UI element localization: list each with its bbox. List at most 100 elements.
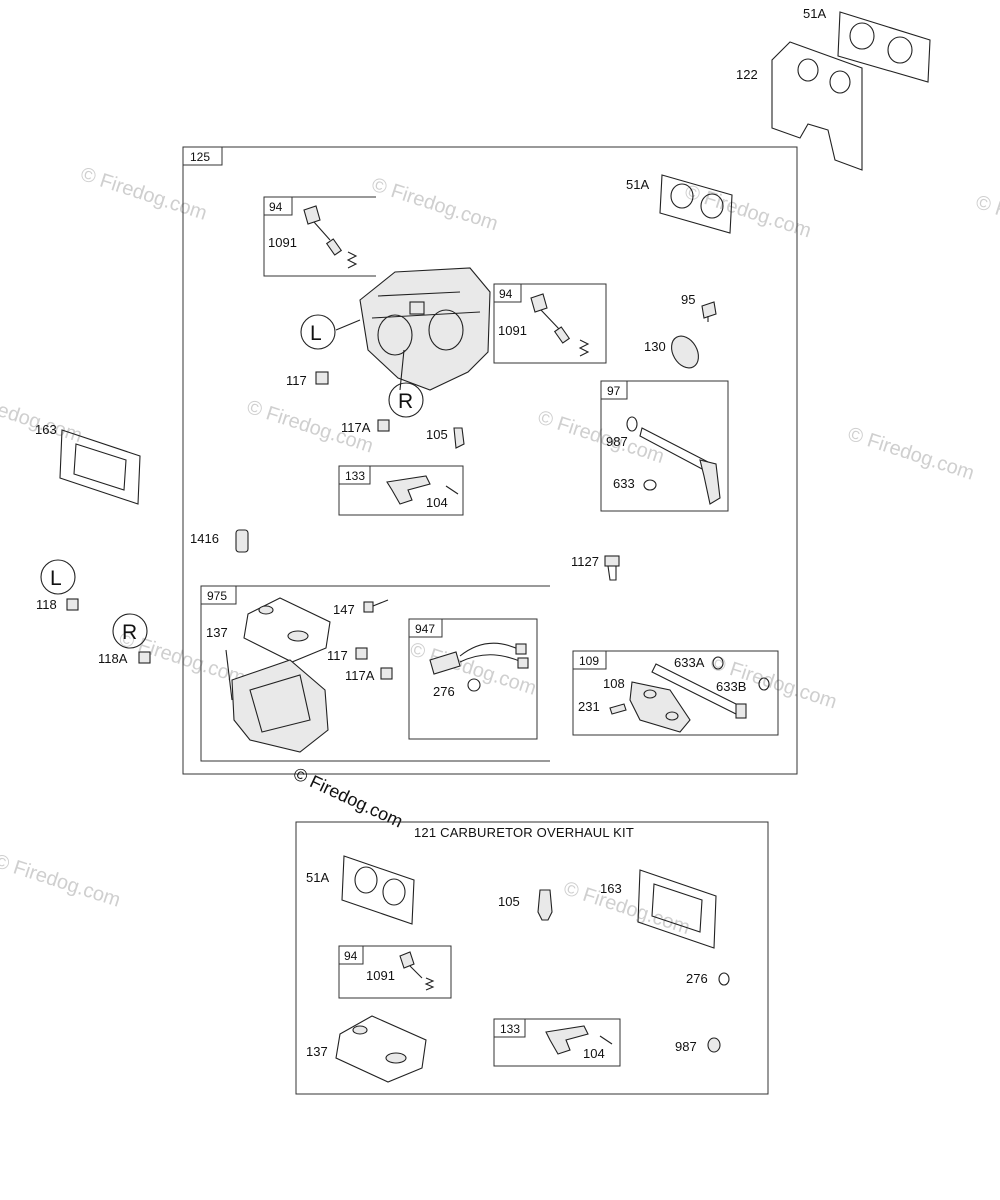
group-97-tag <box>600 380 628 400</box>
label-633a: 633A <box>674 655 705 670</box>
right-marker: R <box>122 621 137 644</box>
label-104: 104 <box>426 495 448 510</box>
group-125-number: 125 <box>190 150 210 164</box>
watermark: © Firedog.com <box>369 174 501 236</box>
kit-title: 121 CARBURETOR OVERHAUL KIT <box>414 825 634 840</box>
group-125-frame <box>182 146 798 775</box>
part-51a-gasket <box>341 855 415 925</box>
label-987: 987 <box>675 1039 697 1054</box>
right-marker-circle <box>112 613 148 649</box>
part-105-valve <box>537 889 553 921</box>
kit-121-frame <box>295 821 769 1095</box>
label-118: 118 <box>36 597 57 612</box>
part-276-o-ring <box>467 678 481 692</box>
label-117: 117 <box>327 648 348 663</box>
group-133-number: 133 <box>345 469 365 483</box>
label-1416: 1416 <box>190 531 219 546</box>
label-987: 987 <box>606 434 628 449</box>
label-51a: 51A <box>306 870 329 885</box>
label-117: 117 <box>286 373 307 388</box>
label-276: 276 <box>686 971 708 986</box>
part-117-plug <box>355 647 368 660</box>
watermark: © Firedog.com <box>845 423 977 485</box>
right-marker-circle <box>388 382 424 418</box>
label-1091: 1091 <box>366 968 395 983</box>
group-97-number: 97 <box>607 384 621 398</box>
left-marker: L <box>50 567 62 590</box>
part-118-plug <box>66 598 79 611</box>
label-1127: 1127 <box>571 554 599 569</box>
left-marker-circle <box>40 559 76 595</box>
watermark: © Firedog.com <box>78 163 210 225</box>
label-147: 147 <box>333 602 355 617</box>
label-51a: 51A <box>803 6 826 21</box>
part-105-valve <box>453 427 465 449</box>
part-109-choke-assembly <box>609 663 747 733</box>
part-975-float-bowl <box>225 649 329 753</box>
part-163-gasket <box>59 429 141 505</box>
watermark: © Firedog.com <box>0 386 85 448</box>
group-94-number: 94 <box>499 287 513 301</box>
label-163: 163 <box>35 422 57 437</box>
group-947-number: 947 <box>415 622 435 636</box>
group-94-frame <box>338 945 452 999</box>
watermark: © Firedog.com <box>973 191 1000 253</box>
group-97-frame <box>600 380 729 512</box>
part-276-o-ring <box>718 972 730 986</box>
part-137-gasket <box>335 1015 427 1083</box>
group-133-tag <box>493 1018 526 1038</box>
part-1091-needle <box>530 293 590 357</box>
label-104: 104 <box>583 1046 605 1061</box>
label-1091: 1091 <box>498 323 527 338</box>
part-carburetor-body <box>359 267 491 391</box>
part-51a-gasket <box>659 174 733 234</box>
label-95: 95 <box>681 292 695 307</box>
group-133-number: 133 <box>500 1022 520 1036</box>
part-1091-needle <box>303 205 358 269</box>
label-231: 231 <box>578 699 600 714</box>
part-133-float <box>545 1025 613 1055</box>
label-1091: 1091 <box>268 235 297 250</box>
part-97-throttle-shaft <box>626 416 721 505</box>
group-94-tag <box>263 196 293 216</box>
label-137: 137 <box>206 625 228 640</box>
label-108: 108 <box>603 676 625 691</box>
part-1091-needle <box>399 951 435 991</box>
part-117a-plug <box>377 419 390 432</box>
group-94-tag <box>338 945 364 965</box>
label-276: 276 <box>433 684 455 699</box>
part-633a-seal <box>712 656 724 670</box>
part-130-disc <box>671 335 699 369</box>
group-133-tag <box>338 465 371 485</box>
group-975-number: 975 <box>207 589 227 603</box>
part-633b-seal <box>758 677 770 691</box>
group-94-number: 94 <box>269 200 283 214</box>
part-947-solenoid <box>429 642 529 675</box>
group-947-frame <box>408 618 538 740</box>
group-94-frame <box>263 196 376 277</box>
label-163: 163 <box>600 881 622 896</box>
group-125-tag <box>182 146 223 166</box>
group-94-frame <box>493 283 607 364</box>
part-1416-sleeve <box>235 529 249 553</box>
label-105: 105 <box>426 427 448 442</box>
left-marker: L <box>310 322 322 345</box>
group-975-frame <box>200 585 550 762</box>
group-109-tag <box>572 650 607 670</box>
part-137-gasket <box>243 597 331 663</box>
watermark: © Firedog.com <box>0 850 123 912</box>
label-117a: 117A <box>341 420 371 435</box>
group-975-tag <box>200 585 237 605</box>
label-633: 633 <box>613 476 635 491</box>
part-987-washer <box>707 1037 721 1053</box>
group-947-tag <box>408 618 443 638</box>
part-51a-top-gasket <box>837 11 931 83</box>
label-51a: 51A <box>626 177 649 192</box>
left-marker-circle <box>300 314 336 350</box>
label-633b: 633B <box>716 679 746 694</box>
watermark: © Firedog.com <box>813 0 945 1</box>
label-117a: 117A <box>345 668 375 683</box>
part-117a-plug <box>380 667 393 680</box>
label-105: 105 <box>498 894 520 909</box>
